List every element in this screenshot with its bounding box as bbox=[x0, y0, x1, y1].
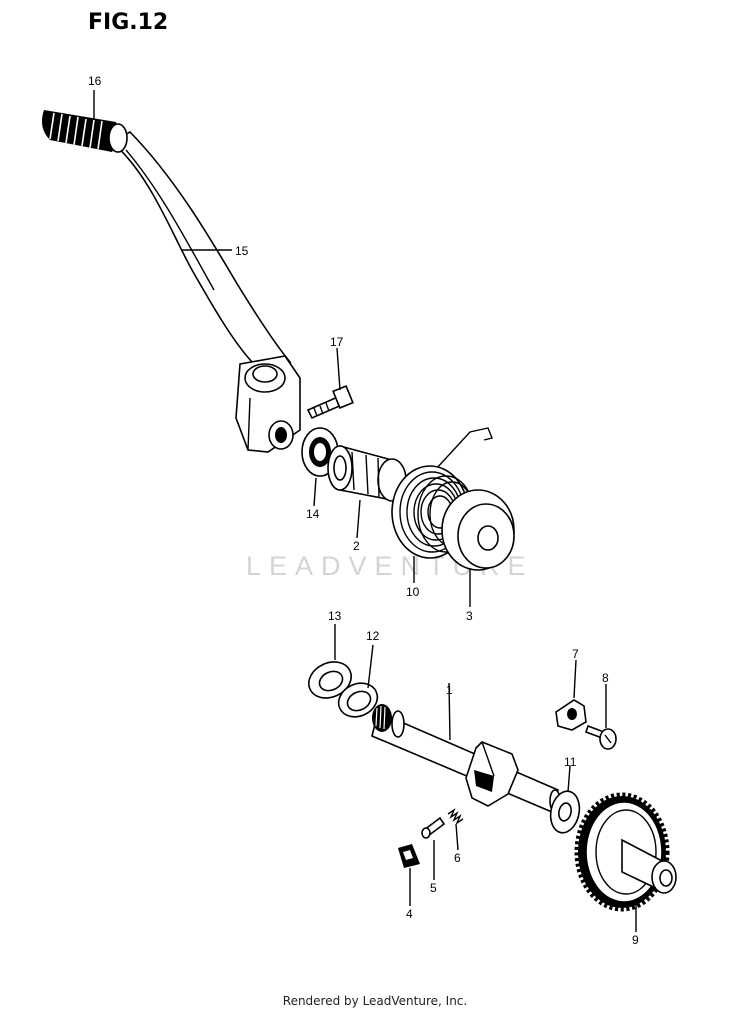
callout-6: 6 bbox=[454, 851, 461, 865]
spring-guide bbox=[327, 444, 407, 502]
steel-pin bbox=[421, 816, 446, 839]
callout-4: 4 bbox=[406, 907, 413, 921]
kick-lever-grip bbox=[42, 110, 128, 153]
footer-credit: Rendered by LeadVenture, Inc. bbox=[282, 994, 468, 1008]
callout-5: 5 bbox=[430, 881, 437, 895]
callout-3: 3 bbox=[466, 609, 473, 623]
kick-lever-arm bbox=[110, 131, 301, 453]
spring-cover bbox=[441, 489, 515, 571]
callout-1: 1 bbox=[446, 683, 453, 697]
callout-13: 13 bbox=[328, 609, 342, 623]
callout-12: 12 bbox=[366, 629, 380, 643]
kick-starter-gear bbox=[574, 792, 677, 912]
washer-11 bbox=[549, 790, 581, 834]
kick-starter-shaft bbox=[371, 704, 561, 814]
callout-9: 9 bbox=[632, 933, 639, 947]
pinch-bolt bbox=[306, 384, 354, 420]
callout-17: 17 bbox=[330, 335, 344, 349]
pin-spring bbox=[447, 808, 464, 825]
figure-title: FIG.12 bbox=[88, 10, 169, 35]
leader-lines bbox=[93, 90, 637, 932]
guide-screw bbox=[584, 724, 617, 750]
callout-8: 8 bbox=[602, 671, 609, 685]
washer-13 bbox=[308, 661, 352, 699]
callout-10: 10 bbox=[406, 585, 420, 599]
clip bbox=[398, 844, 420, 868]
washer-12 bbox=[337, 682, 379, 718]
callout-15: 15 bbox=[235, 244, 249, 258]
callout-14: 14 bbox=[306, 507, 320, 521]
callout-11: 11 bbox=[564, 755, 577, 769]
callout-7: 7 bbox=[572, 647, 579, 661]
kick-guide bbox=[555, 699, 587, 731]
callout-2: 2 bbox=[353, 539, 360, 553]
callout-16: 16 bbox=[88, 74, 102, 88]
